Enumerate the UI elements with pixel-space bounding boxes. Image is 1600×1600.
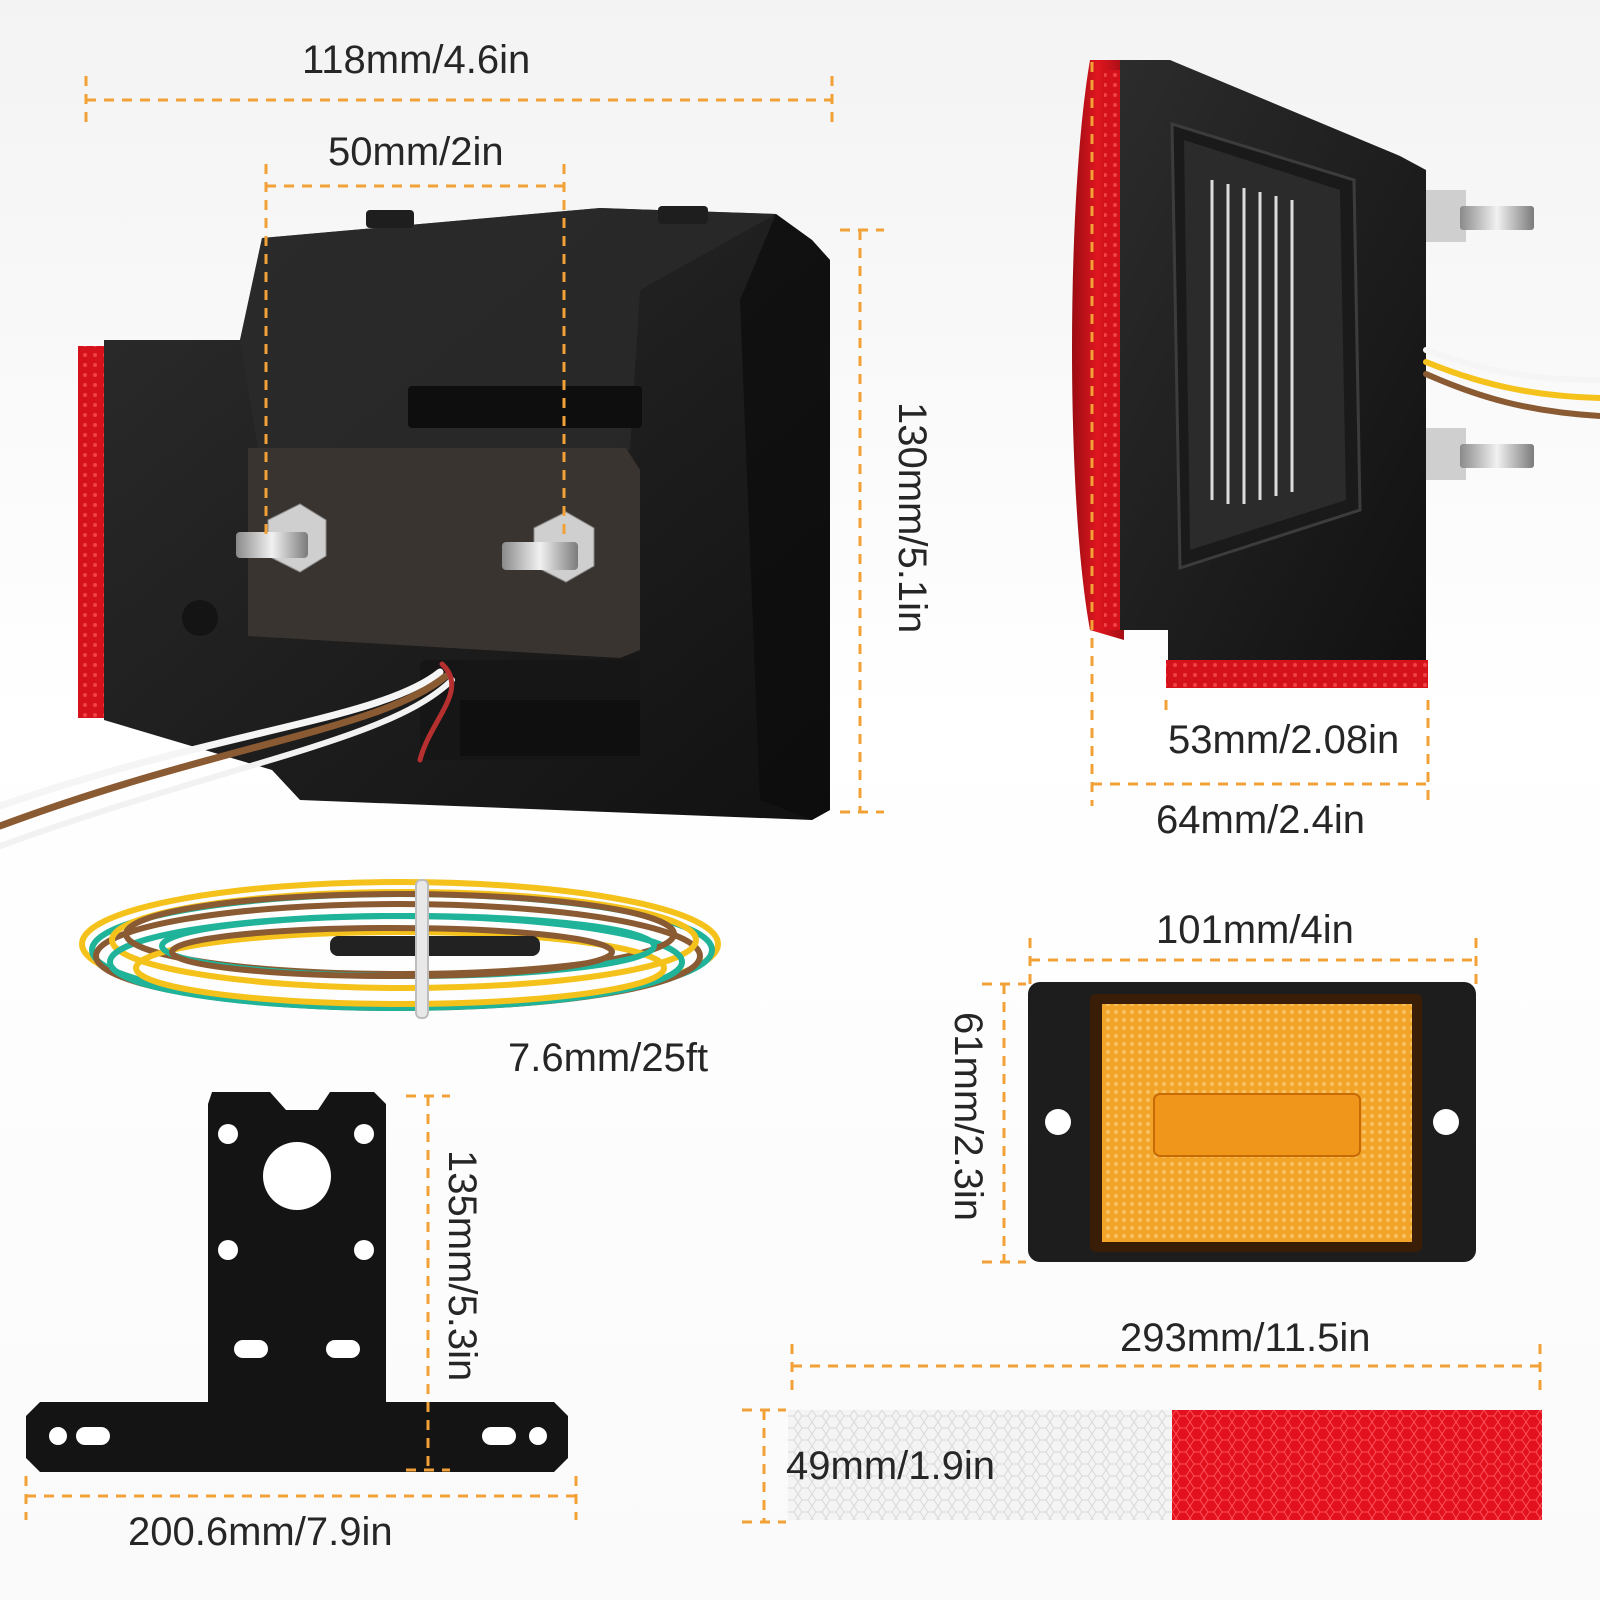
stud-spacing-label: 50mm/2in — [328, 130, 504, 174]
marker-height-label: 61mm/2.3in — [946, 1012, 990, 1221]
harness-length-label: 7.6mm/25ft — [508, 1036, 709, 1080]
bracket-center-hole — [263, 1142, 331, 1210]
side-marker-light — [1028, 982, 1476, 1262]
tail-light-wires — [0, 661, 455, 849]
tail-light-side-view — [1072, 60, 1600, 688]
tape-length-label: 293mm/11.5in — [1120, 1316, 1371, 1360]
led-strip — [1210, 180, 1294, 504]
mounting-stud-right — [502, 511, 595, 583]
cable-tie — [415, 879, 429, 1019]
tape-width-label: 49mm/1.9in — [786, 1444, 995, 1488]
tail-light-back-view — [0, 206, 830, 849]
side-depth-label: 53mm/2.08in — [1168, 718, 1400, 762]
wire-harness-coil — [79, 879, 721, 1019]
mounting-plate — [248, 448, 640, 658]
tape-red-section — [1172, 1410, 1542, 1520]
bracket-width-label: 200.6mm/7.9in — [128, 1510, 393, 1554]
tape-white-section — [788, 1410, 1172, 1520]
side-overall-depth-label: 64mm/2.4in — [1156, 798, 1365, 842]
bracket-height-label: 135mm/5.3in — [440, 1150, 484, 1382]
license-bracket — [26, 1092, 568, 1472]
dimension-lines — [24, 62, 1542, 1524]
bracket-plate — [26, 1092, 568, 1472]
side-stud-top — [1426, 190, 1534, 242]
harness-connector — [330, 936, 540, 956]
reflective-tape — [788, 1410, 1542, 1520]
bottom-reflector — [1166, 660, 1428, 688]
mounting-stud-left — [236, 503, 327, 573]
tail-light-width-label: 118mm/4.6in — [302, 38, 531, 82]
tail-light-height-label: 130mm/5.1in — [890, 402, 934, 634]
marker-width-label: 101mm/4in — [1156, 908, 1354, 952]
side-stud-bottom — [1426, 428, 1534, 480]
